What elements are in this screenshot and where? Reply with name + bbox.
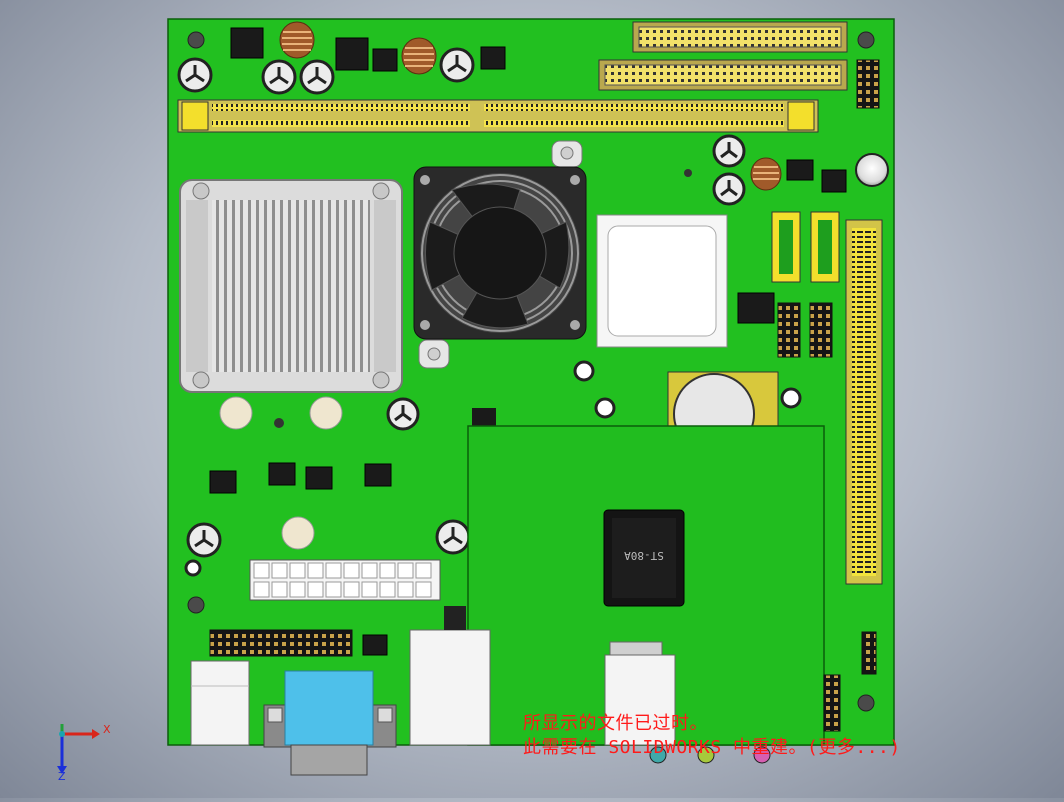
front-panel-header [209,629,353,657]
usb-port-left [190,660,250,746]
atx-power-connector [249,559,441,601]
inductors [279,21,782,191]
capacitors [177,47,889,577]
svg-text:ST-80A: ST-80A [624,549,664,562]
smd-chips [209,27,847,656]
mounting-holes [187,31,875,712]
audio-jacks [649,746,771,764]
usb-port-right [604,641,676,746]
z-axis-label: Z [58,770,66,782]
ide-connector-1 [632,21,848,53]
small-header [472,408,496,426]
lan-port [409,606,491,746]
module-chip: ST-80A [603,509,685,607]
orientation-triad[interactable]: X Z [48,716,120,783]
pin-header-usb-1 [777,302,801,358]
sata-ports [771,211,840,283]
pin-header-bottom-right-2 [823,674,841,732]
pci-slot [845,219,883,585]
chipset-heatsink [179,179,403,393]
pin-header-usb-2 [809,302,833,358]
ide-connector-2 [598,59,848,91]
pin-header-top-right [856,59,880,109]
northbridge-chip [596,214,728,348]
vga-port [263,670,397,776]
rebuild-warning-line2[interactable]: 此需要在 SOLIDWORKS 中重建。(更多...) [523,737,901,758]
cpu-fan [413,140,587,369]
rebuild-warning-line1: 所显示的文件已过时。 [523,713,708,734]
pin-header-bottom-right-1 [861,631,877,675]
x-axis-label: X [103,723,111,736]
dimm-slot [177,99,819,133]
